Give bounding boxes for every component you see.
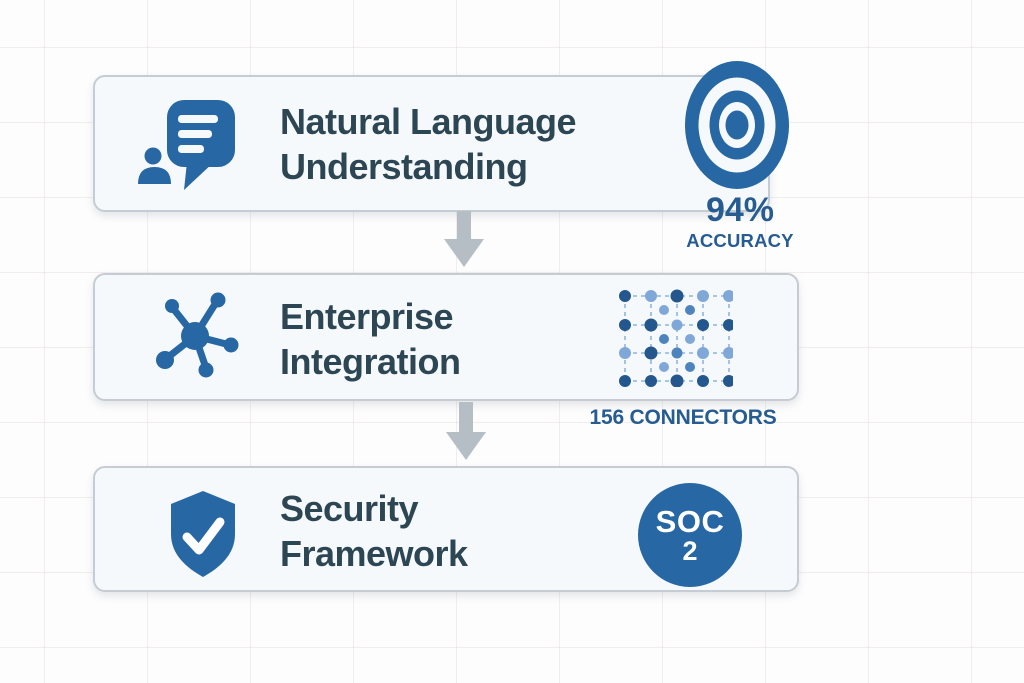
soc-2-badge: SOC 2 xyxy=(638,483,742,587)
arrow-down-icon xyxy=(444,402,488,461)
step-card-security-framework: Security Framework SOC 2 xyxy=(93,466,799,592)
step-title-line-2: Framework xyxy=(280,533,468,574)
step-title: Enterprise Integration xyxy=(280,294,461,384)
connectors-metric: 156 CONNECTORS xyxy=(589,406,777,429)
step-title-line-1: Security xyxy=(280,488,419,529)
step-title-line-2: Understanding xyxy=(280,146,528,187)
accuracy-metric: 94% ACCURACY xyxy=(668,192,812,252)
step-card-enterprise-integration: Enterprise Integration xyxy=(93,273,799,401)
step-title-line-1: Natural Language xyxy=(280,101,577,142)
soc-badge-text-top: SOC xyxy=(655,503,725,539)
soc-badge-text-bottom: 2 xyxy=(682,535,698,566)
step-card-natural-language-understanding: Natural Language Understanding xyxy=(93,75,770,212)
accuracy-label: ACCURACY xyxy=(686,230,794,251)
chat-user-icon xyxy=(134,90,254,207)
connector-grid-icon xyxy=(619,289,735,392)
step-title-line-1: Enterprise xyxy=(280,296,454,337)
shield-check-icon xyxy=(166,489,240,584)
accuracy-value: 94% xyxy=(705,191,775,229)
arrow-down-icon xyxy=(442,211,486,268)
target-icon xyxy=(684,60,790,190)
step-title-line-2: Integration xyxy=(280,341,461,382)
step-title: Security Framework xyxy=(280,486,468,576)
step-title: Natural Language Understanding xyxy=(280,99,577,189)
network-hub-icon xyxy=(140,279,260,404)
